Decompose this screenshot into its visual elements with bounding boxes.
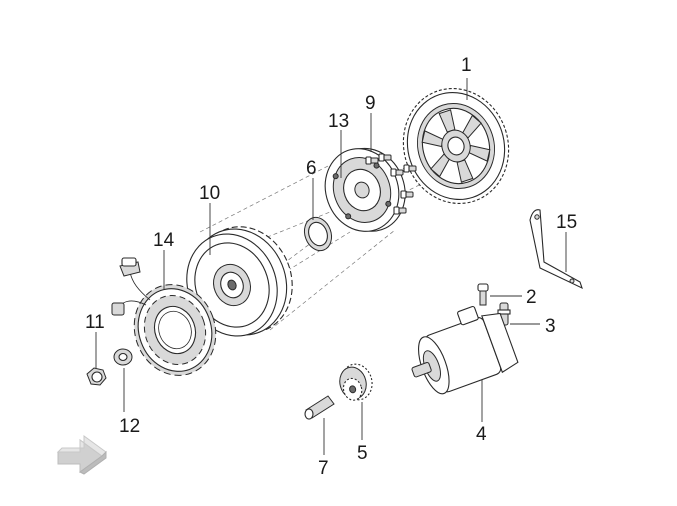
callout-3: 3 xyxy=(545,316,556,337)
callout-1: 1 xyxy=(461,55,472,76)
starter-motor xyxy=(411,305,519,395)
callout-2: 2 xyxy=(526,287,537,308)
washer xyxy=(113,348,133,366)
callout-13: 13 xyxy=(328,111,349,132)
nut xyxy=(86,367,107,386)
stator-wiring xyxy=(111,257,151,316)
starter-gear xyxy=(339,363,373,401)
callout-4: 4 xyxy=(476,424,487,445)
arrow-right-icon[interactable] xyxy=(56,435,107,475)
callout-14: 14 xyxy=(153,230,175,251)
callout-10: 10 xyxy=(199,183,220,204)
ring-gear xyxy=(402,87,510,205)
callout-15: 15 xyxy=(556,212,577,233)
callout-6: 6 xyxy=(306,158,317,179)
starter-clutch-housing xyxy=(324,147,406,232)
callout-5: 5 xyxy=(357,443,368,464)
stator xyxy=(133,284,217,376)
bolts xyxy=(365,153,417,215)
mounting-bracket xyxy=(529,209,583,290)
callout-9: 9 xyxy=(365,93,376,114)
callout-12: 12 xyxy=(119,416,140,437)
leader-lines xyxy=(95,78,567,455)
callout-labels: 1 9 13 6 10 14 15 2 3 11 12 4 5 7 xyxy=(85,55,577,479)
gear-shaft xyxy=(304,395,335,420)
spacer-ring xyxy=(303,216,333,252)
callout-7: 7 xyxy=(318,458,329,479)
callout-11: 11 xyxy=(85,312,105,333)
screw xyxy=(477,283,489,306)
